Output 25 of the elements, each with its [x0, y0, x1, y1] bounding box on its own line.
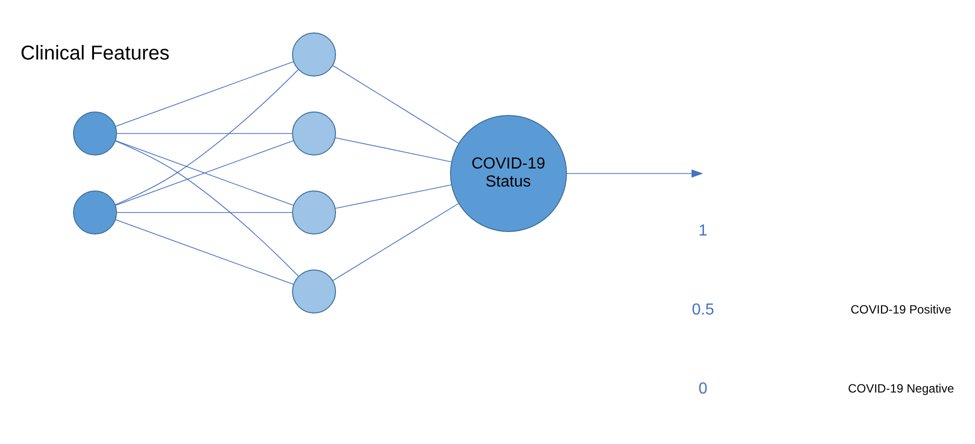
connector — [115, 219, 294, 285]
connector — [332, 203, 459, 281]
connector — [116, 133, 293, 134]
label: COVID-19 Positive — [850, 302, 952, 317]
node-circle — [292, 190, 336, 234]
node-circle: COVID-19 Status — [450, 115, 567, 232]
label: Clinical Features — [20, 42, 170, 64]
node-circle — [292, 270, 336, 314]
connector — [332, 65, 460, 144]
connector — [334, 184, 452, 209]
node-circle — [73, 112, 118, 156]
label: 0.5 — [692, 301, 714, 318]
connector — [116, 212, 293, 213]
node-circle — [292, 32, 336, 76]
arrow — [566, 169, 704, 178]
connector — [115, 140, 294, 206]
label: COVID-19 Negative — [848, 382, 954, 396]
node-circle — [73, 190, 118, 234]
label: 0 — [698, 380, 708, 398]
connector — [334, 137, 452, 162]
connector — [114, 140, 299, 276]
connector — [115, 61, 294, 127]
connector — [114, 69, 299, 206]
node-circle — [292, 112, 336, 156]
label: 1 — [698, 222, 708, 240]
